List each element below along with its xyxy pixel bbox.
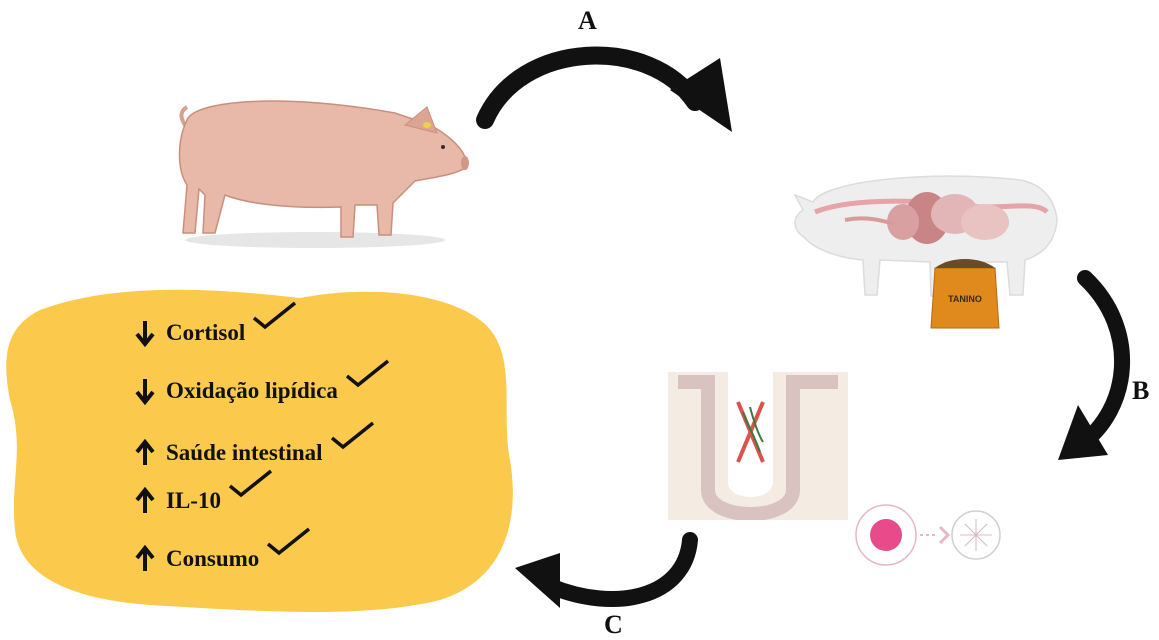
checkmark-icon — [265, 526, 311, 556]
up-arrow-icon — [132, 487, 158, 515]
antioxidant-illustration — [848, 495, 1018, 575]
effect-label: Consumo — [166, 546, 259, 572]
up-arrow-icon — [132, 545, 158, 573]
effect-label: Cortisol — [166, 320, 245, 346]
pig-anatomy-illustration: TANINO — [785, 150, 1065, 335]
checkmark-icon — [344, 358, 390, 388]
checkmark-icon — [227, 468, 273, 498]
effect-cortisol: Cortisol — [132, 318, 297, 348]
effect-label: IL-10 — [166, 488, 221, 514]
cycle-arrow-a — [470, 40, 740, 140]
pig-illustration — [165, 85, 475, 250]
effect-label: Saúde intestinal — [166, 440, 323, 466]
checkmark-icon — [251, 300, 297, 330]
step-label-a: A — [578, 6, 597, 36]
effect-lipid-oxidation: Oxidação lipídica — [132, 376, 390, 406]
intestinal-villus-illustration — [668, 372, 848, 520]
effect-gut-health: Saúde intestinal — [132, 438, 375, 468]
up-arrow-icon — [132, 439, 158, 467]
sack-label: TANINO — [948, 294, 982, 304]
effect-intake: Consumo — [132, 544, 311, 574]
down-arrow-icon — [132, 319, 158, 347]
effect-il10: IL-10 — [132, 486, 273, 516]
effect-label: Oxidação lipídica — [166, 378, 338, 404]
cycle-arrow-c — [505, 528, 705, 618]
checkmark-icon — [329, 420, 375, 450]
down-arrow-icon — [132, 377, 158, 405]
